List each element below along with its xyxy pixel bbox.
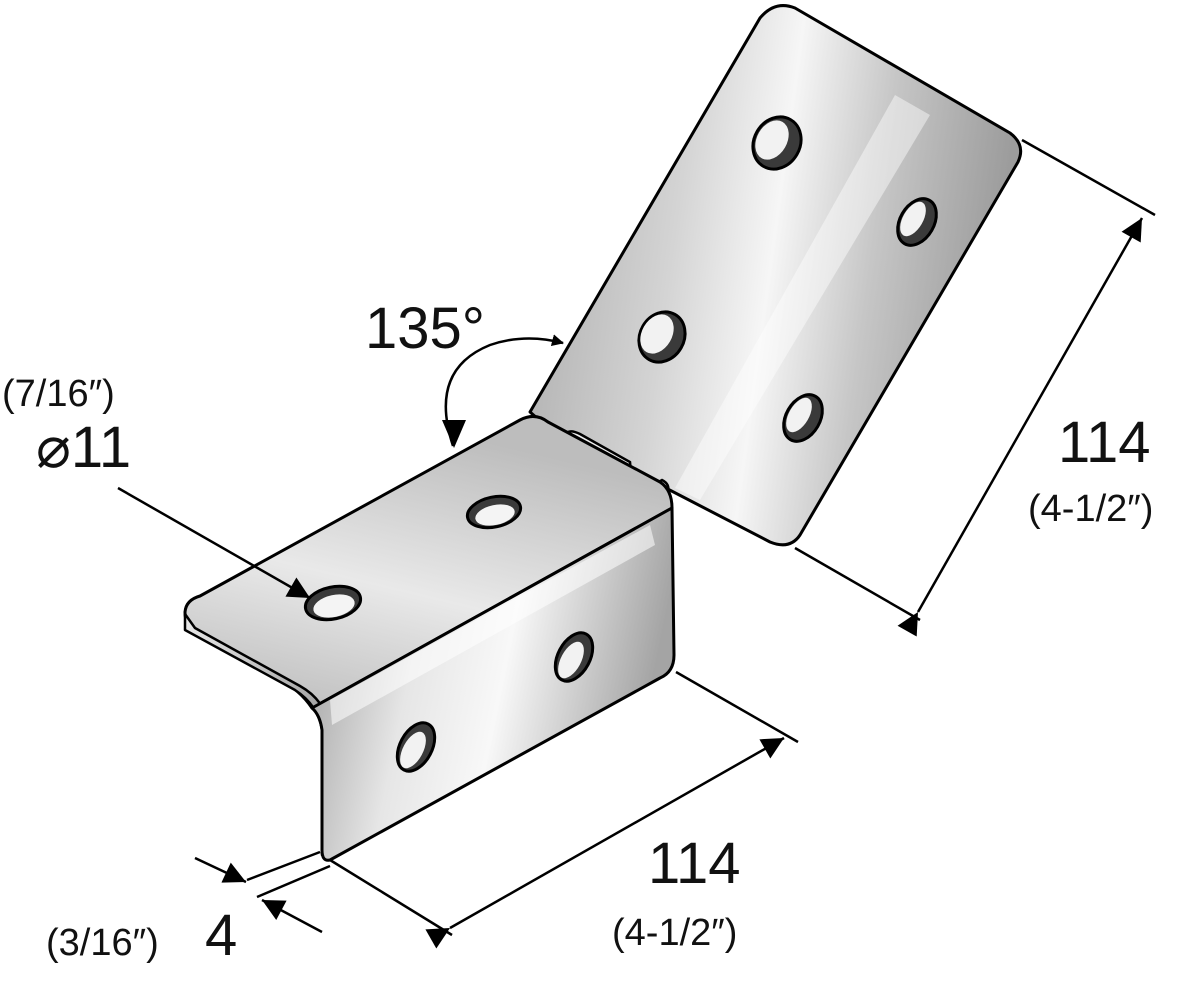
- hole-metric-label: ⌀11: [36, 415, 131, 480]
- thickness-metric-label: 4: [205, 903, 237, 968]
- angle-dimension: 135°: [365, 296, 564, 448]
- height-imperial-label: (4-1/2″): [1028, 488, 1153, 530]
- thickness-arrow-1: [194, 856, 247, 884]
- angle-arc: [444, 334, 564, 447]
- thickness-dimension: (3/16″) 4: [46, 850, 331, 968]
- length-extension-right: [675, 670, 799, 744]
- upper-leg-plate: [528, 4, 1023, 547]
- thickness-arrow-2: [261, 898, 323, 934]
- height-metric-label: 114: [1058, 410, 1150, 475]
- length-imperial-label: (4-1/2″): [612, 912, 737, 954]
- length-metric-label: 114: [648, 831, 740, 896]
- lower-leg-front-flange: [310, 506, 676, 862]
- length-extension-left: [329, 858, 453, 937]
- height-dimension: 114 (4-1/2″): [794, 138, 1156, 637]
- thickness-extension-2: [256, 864, 331, 899]
- thickness-extension-1: [246, 850, 321, 882]
- hole-leader: [117, 486, 311, 600]
- lower-leg: [183, 415, 676, 862]
- length-dimension-line: [425, 736, 785, 949]
- thickness-imperial-label: (3/16″): [46, 922, 159, 964]
- angle-label: 135°: [365, 296, 485, 361]
- height-extension-top: [1021, 138, 1156, 217]
- hole-dimension: (7/16″) ⌀11: [2, 373, 311, 600]
- angle-arrow-down: [442, 420, 466, 448]
- upper-leg-highlight: [675, 95, 930, 500]
- hole-imperial-label: (7/16″): [2, 373, 115, 415]
- height-extension-bottom: [794, 546, 921, 622]
- length-dimension: 114 (4-1/2″): [329, 670, 799, 954]
- front-flange-highlight: [330, 525, 655, 725]
